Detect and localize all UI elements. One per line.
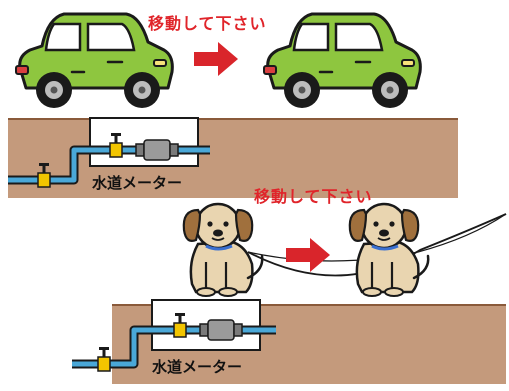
dog-after [348,202,430,298]
water-meter-icon [199,319,243,341]
car-after [262,12,422,110]
valve-icon [97,346,111,372]
dog-before [182,202,264,298]
ground-soil [8,118,458,198]
meter-label-2: 水道メーター [152,358,243,376]
instruction-text-car: 移動して下さい [148,14,267,33]
arrow-right-icon [286,238,330,272]
water-meter-icon [135,139,179,161]
meter-label-1: 水道メーター [92,174,183,192]
instruction-text-dog: 移動して下さい [254,187,373,206]
arrow-right-icon [194,42,238,76]
